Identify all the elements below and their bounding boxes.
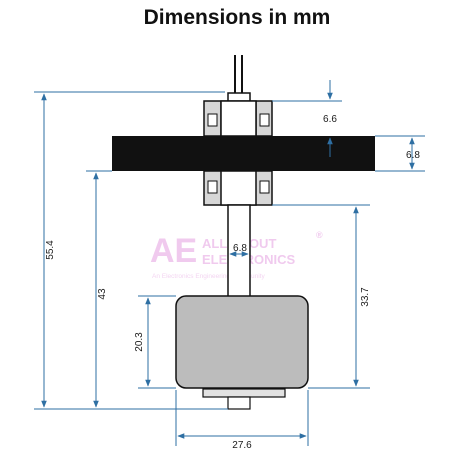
dim-stem-width-label: 6.8 [233,243,247,254]
upper-nut [203,100,273,137]
dim-overall-height-label: 55.4 [45,240,56,260]
watermark-mark: AE [150,232,197,270]
mounting-panel [112,136,375,171]
dim-panel-thickness-label: 6.8 [406,150,420,161]
watermark-tagline: An Electronics Engineering Community [152,273,265,280]
bottom-washer [202,388,286,398]
float-body [175,295,309,389]
dim-float-to-panel-label: 33.7 [360,287,371,307]
dim-height-below-panel-label: 43 [97,288,108,300]
float-switch [112,55,375,410]
lower-nut [203,170,273,206]
dimension-lines [34,80,425,446]
dim-float-height-label: 20.3 [134,332,145,352]
dim-float-width-label: 27.6 [232,440,252,451]
dim-nut-height-label: 6.6 [323,114,337,125]
bottom-stop [227,396,251,410]
watermark-registered: ® [316,230,323,240]
diagram-title: Dimensions in mm [143,6,331,29]
